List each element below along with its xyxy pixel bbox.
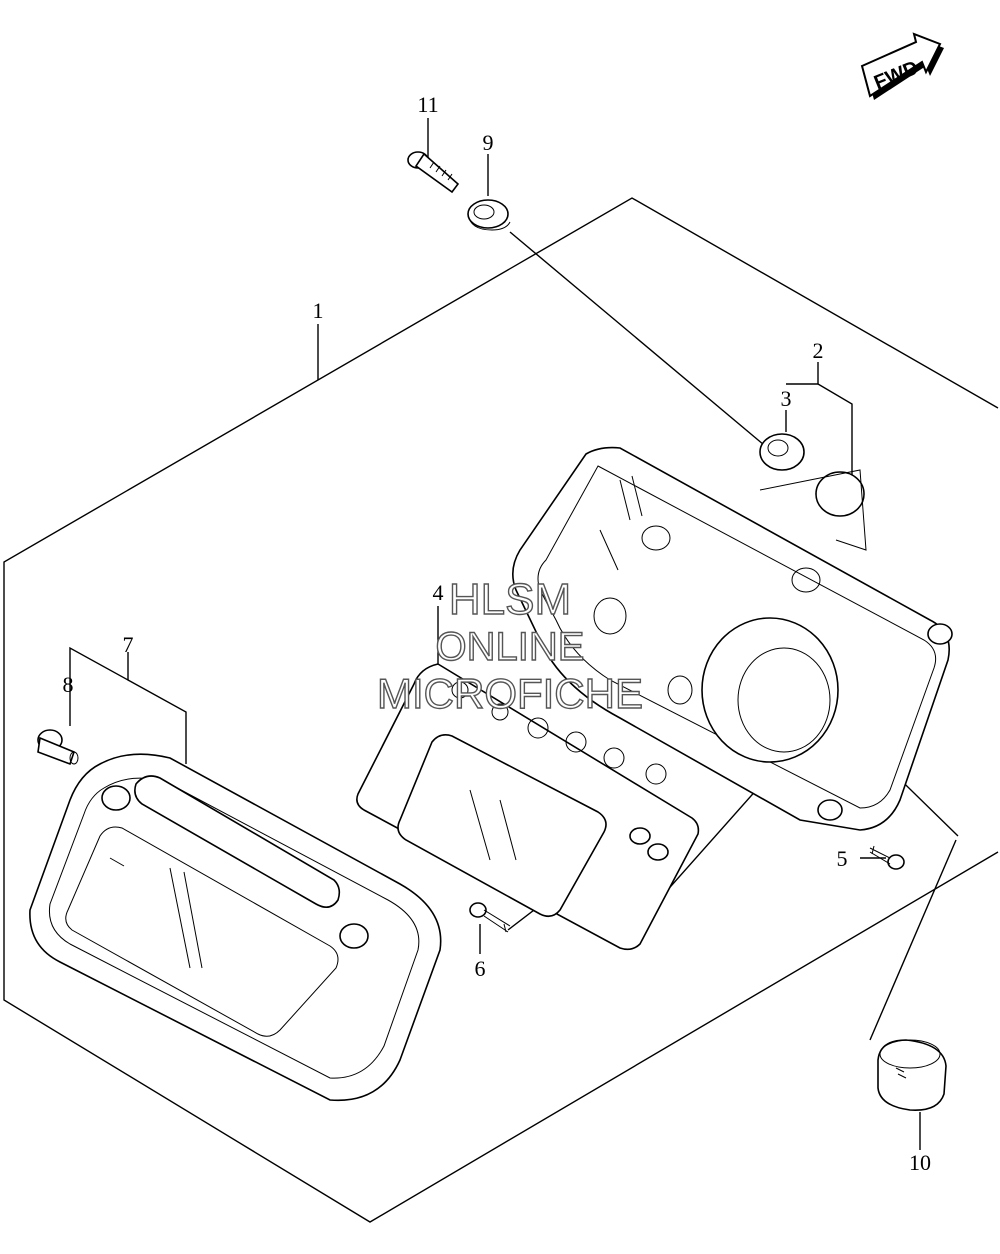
callout-2: 2 [813, 338, 824, 363]
callout-labels: 1 2 3 4 5 6 7 8 9 10 11 [63, 92, 932, 1175]
callout-10: 10 [909, 1150, 931, 1175]
callout-3: 3 [781, 386, 792, 411]
watermark-line-2: ONLINE [436, 625, 585, 669]
callout-6: 6 [475, 956, 486, 981]
meter-rear-case [512, 446, 953, 831]
watermark: HLSM ONLINE MICROFICHE [376, 574, 643, 717]
callout-1: 1 [313, 298, 324, 323]
meter-board-4 [356, 663, 700, 951]
callout-7: 7 [123, 632, 134, 657]
callout-9: 9 [483, 130, 494, 155]
watermark-line-3: MICROFICHE [377, 670, 643, 717]
callout-8: 8 [63, 672, 74, 697]
bolt-11-icon [407, 151, 460, 194]
cushion-3-icon [759, 433, 805, 471]
screw-5-icon [869, 845, 905, 870]
meter-front-cover-7 [29, 753, 442, 1102]
watermark-line-1: HLSM [449, 575, 571, 624]
callout-11: 11 [417, 92, 438, 117]
screw-8-icon [37, 729, 79, 766]
bulb-10-icon [877, 1039, 947, 1111]
fwd-arrow-icon: FWD [860, 32, 944, 100]
grommet-9-icon [467, 199, 511, 231]
callout-5: 5 [837, 846, 848, 871]
assembly-outline [3, 197, 999, 1223]
screw-6-icon [469, 902, 511, 933]
callout-4: 4 [433, 580, 444, 605]
